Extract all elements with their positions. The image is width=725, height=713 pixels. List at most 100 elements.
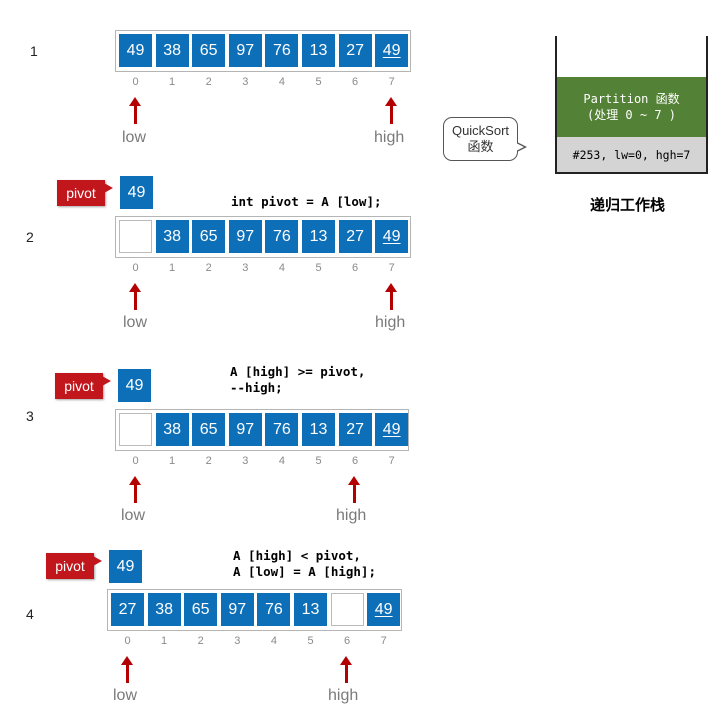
step-number: 2	[26, 229, 34, 245]
array-index-label: 3	[242, 76, 249, 88]
pivot-tag-notch	[104, 183, 113, 193]
array-index-label: 5	[315, 76, 322, 88]
array-cell: 49	[119, 34, 152, 67]
array-cell: 97	[228, 413, 262, 446]
pivot-tag-label: pivot	[55, 558, 85, 574]
array-index-label: 1	[161, 635, 168, 647]
arrow-head	[120, 656, 133, 665]
array-cell-value: 97	[236, 41, 255, 59]
array-cell: 13	[302, 413, 335, 446]
high-pointer-label: high	[328, 687, 359, 704]
array-cell: 76	[257, 593, 291, 626]
array-index-label: 3	[234, 635, 241, 647]
arrow-stem	[125, 663, 129, 683]
stack-frame-range: (处理 0 ~ 7 )	[586, 108, 677, 122]
pivot-value: 49	[127, 183, 146, 201]
array-cell-value: 76	[272, 420, 291, 438]
low-pointer-label: low	[113, 687, 138, 704]
array-cell: 13	[294, 593, 327, 626]
low-pointer-arrow	[116, 476, 156, 504]
array-index-label: 6	[344, 635, 351, 647]
low-pointer-arrow	[116, 97, 156, 125]
arrow-stem	[133, 104, 137, 124]
callout-line-1: QuickSort	[451, 123, 510, 138]
array-index-label: 7	[380, 635, 387, 647]
quicksort-callout: QuickSort 函数	[443, 117, 518, 161]
array-index-label: 0	[124, 635, 131, 647]
arrow-stem	[133, 290, 137, 310]
callout-line-2: 函数	[467, 139, 494, 154]
array-cell-value: 65	[199, 420, 218, 438]
pivot-tag: pivot	[46, 553, 102, 579]
pivot-tag-label: pivot	[66, 185, 96, 201]
array-index-label: 5	[315, 262, 322, 274]
array-cell-value: 97	[236, 420, 255, 438]
array-cell-value: 65	[199, 41, 218, 59]
array-cell: 97	[228, 34, 262, 67]
array-index-label: 3	[242, 262, 249, 274]
pivot-tag-label: pivot	[64, 378, 94, 394]
array-cell: 49	[375, 220, 409, 253]
array-cell: 27	[338, 34, 372, 67]
array-cell-value: 49	[374, 600, 393, 618]
array-cell-value: 38	[163, 420, 181, 438]
array-cell-value: 49	[382, 420, 401, 438]
array-index-label: 2	[197, 635, 204, 647]
array-cell: 76	[265, 220, 299, 253]
high-pointer-arrow	[372, 283, 412, 311]
arrow-head	[340, 656, 353, 665]
array-cell: 38	[147, 593, 181, 626]
array-cell	[119, 220, 152, 253]
array-cell: 76	[265, 34, 299, 67]
array-index-label: 2	[205, 455, 212, 467]
array-index-label: 7	[388, 262, 395, 274]
array-cell-value: 97	[228, 600, 247, 618]
array-index-label: 0	[132, 76, 139, 88]
array-cell: 13	[302, 220, 335, 253]
array-cell: 65	[192, 34, 226, 67]
pivot-value-cell: 49	[109, 550, 142, 583]
array-cell: 27	[338, 413, 372, 446]
array-cell: 27	[338, 220, 372, 253]
array-cell-value: 27	[346, 227, 364, 245]
high-pointer-label: high	[374, 129, 405, 146]
array-cell: 38	[155, 220, 189, 253]
code-statement: int pivot = A [low];	[231, 194, 382, 209]
array-cell	[119, 413, 152, 446]
array-cell: 49	[375, 34, 409, 67]
array-index-label: 1	[169, 76, 176, 88]
array-cell-value: 76	[264, 600, 283, 618]
arrow-stem	[345, 663, 349, 683]
stack-frame-title: Partition 函数	[583, 92, 680, 106]
pivot-tag: pivot	[57, 180, 113, 206]
arrow-stem	[353, 483, 357, 503]
array-cell: 76	[265, 413, 299, 446]
array-cell-value: 38	[163, 41, 181, 59]
array-cell-value: 65	[199, 227, 218, 245]
code-statement: A [high] >= pivot, --high;	[230, 364, 366, 395]
array-index-label: 3	[242, 455, 249, 467]
array-cell: 65	[192, 413, 226, 446]
arrow-head	[384, 283, 397, 292]
array-cell: 13	[302, 34, 335, 67]
step-number: 4	[26, 606, 34, 622]
array-cell: 65	[192, 220, 226, 253]
array-cell-value: 76	[272, 41, 291, 59]
array-index-label: 6	[352, 76, 359, 88]
array-cell-value: 49	[382, 41, 401, 59]
array-cell: 65	[184, 593, 218, 626]
pivot-value: 49	[125, 376, 144, 394]
array-index-label: 4	[278, 262, 285, 274]
array-cell-value: 13	[309, 227, 328, 245]
array-cell-value: 13	[301, 600, 320, 618]
pivot-value: 49	[116, 557, 135, 575]
array-index-label: 1	[169, 262, 176, 274]
array-cell: 49	[375, 413, 409, 446]
recursion-stack: Partition 函数 (处理 0 ~ 7 ) #253, lw=0, hgh…	[555, 36, 708, 174]
stack-caption: 递归工作栈	[590, 197, 666, 214]
array-index-label: 6	[352, 455, 359, 467]
array-index-label: 4	[270, 635, 277, 647]
